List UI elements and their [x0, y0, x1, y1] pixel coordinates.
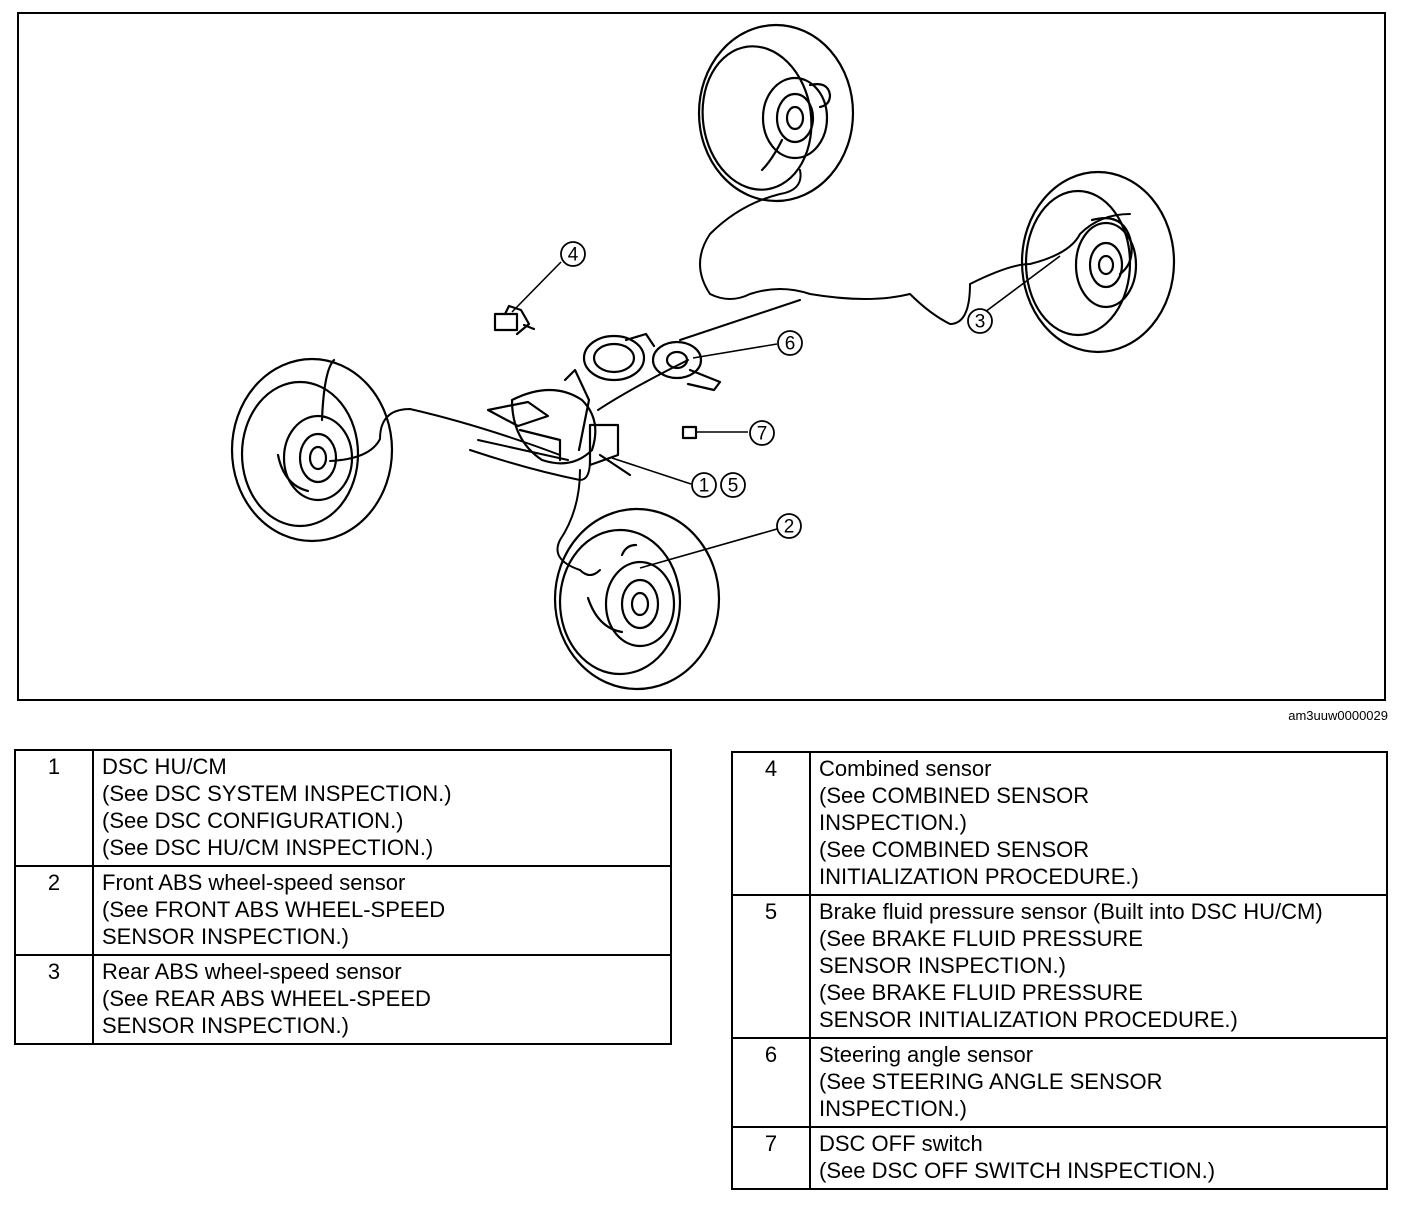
legend-line: INSPECTION.)	[819, 1096, 967, 1121]
legend-line: DSC HU/CM	[102, 754, 227, 779]
legend-line: Rear ABS wheel-speed sensor	[102, 959, 402, 984]
dsc-off-switch	[681, 425, 698, 440]
callout-5: 5	[728, 476, 739, 497]
legend-line: (See BRAKE FLUID PRESSURE	[819, 926, 1143, 951]
legend-description: DSC OFF switch(See DSC OFF SWITCH INSPEC…	[809, 1126, 1388, 1190]
legend-line: (See FRONT ABS WHEEL-SPEED	[102, 897, 446, 922]
wiring-harness	[329, 169, 1131, 576]
legend-line: Steering angle sensor	[819, 1042, 1034, 1067]
callout-4: 4	[568, 245, 579, 266]
legend-description: Steering angle sensor(See STEERING ANGLE…	[809, 1037, 1388, 1128]
legend-number: 1	[14, 749, 94, 867]
legend-line: DSC OFF switch	[819, 1131, 983, 1156]
legend-line: (See BRAKE FLUID PRESSURE	[819, 980, 1143, 1005]
legend-number: 5	[731, 894, 811, 1039]
legend-description: Front ABS wheel-speed sensor(See FRONT A…	[92, 865, 672, 956]
callout-7: 7	[757, 424, 768, 445]
legend-number: 3	[14, 954, 94, 1045]
combined-sensor	[493, 304, 536, 336]
steering-angle-sensor	[582, 332, 722, 392]
legend-number: 7	[731, 1126, 811, 1190]
callout-1: 1	[699, 476, 710, 497]
brake-system-diagram: 4 6 3 7 1 5 2	[230, 23, 1176, 691]
legend-line: SENSOR INITIALIZATION PROCEDURE.)	[819, 1007, 1238, 1032]
callout-6: 6	[785, 334, 796, 355]
legend-line: (See COMBINED SENSOR	[819, 837, 1090, 862]
legend-description: Rear ABS wheel-speed sensor(See REAR ABS…	[92, 954, 672, 1045]
front-left-wheel	[230, 357, 394, 543]
legend-row: 5 Brake fluid pressure sensor (Built into…	[731, 894, 1388, 1039]
dsc-hu-cm-unit	[486, 368, 632, 477]
legend-line: (See DSC SYSTEM INSPECTION.)	[102, 781, 452, 806]
legend-line: (See COMBINED SENSOR	[819, 783, 1090, 808]
legend-description: DSC HU/CM(See DSC SYSTEM INSPECTION.)(Se…	[92, 749, 672, 867]
rear-left-wheel	[697, 23, 855, 203]
callout-3: 3	[975, 312, 986, 333]
front-right-wheel	[553, 507, 721, 691]
rear-right-wheel	[1020, 170, 1176, 354]
figure-code: am3uuw0000029	[1288, 708, 1388, 723]
legend-number: 6	[731, 1037, 811, 1128]
legend-description: Brake fluid pressure sensor (Built into …	[809, 894, 1388, 1039]
legend-line: SENSOR INSPECTION.)	[102, 1013, 349, 1038]
diagram-frame	[17, 12, 1386, 701]
legend-line: SENSOR INSPECTION.)	[819, 953, 1066, 978]
legend-number: 2	[14, 865, 94, 956]
callout-2: 2	[784, 517, 795, 538]
legend-line: (See REAR ABS WHEEL-SPEED	[102, 986, 431, 1011]
legend-line: Combined sensor	[819, 756, 992, 781]
legend-line: (See DSC OFF SWITCH INSPECTION.)	[819, 1158, 1216, 1183]
legend-number: 4	[731, 751, 811, 896]
legend-line: INITIALIZATION PROCEDURE.)	[819, 864, 1139, 889]
legend-line: (See DSC HU/CM INSPECTION.)	[102, 835, 434, 860]
legend-line: Brake fluid pressure sensor (Built into …	[819, 899, 1323, 924]
legend-line: (See STEERING ANGLE SENSOR	[819, 1069, 1163, 1094]
legend-line: (See DSC CONFIGURATION.)	[102, 808, 404, 833]
legend-line: INSPECTION.)	[819, 810, 967, 835]
legend-line: SENSOR INSPECTION.)	[102, 924, 349, 949]
legend-line: Front ABS wheel-speed sensor	[102, 870, 406, 895]
